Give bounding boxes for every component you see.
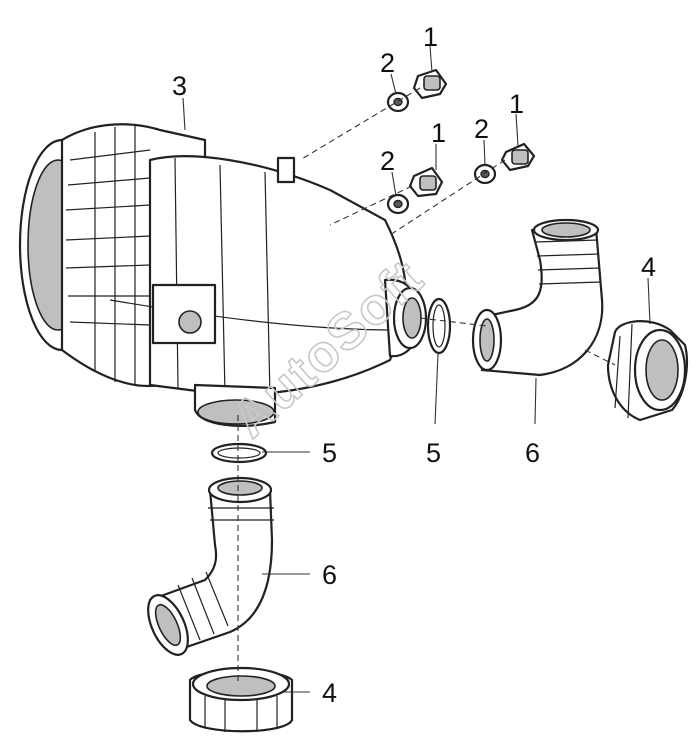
- callout-washer-left: 2: [380, 48, 395, 78]
- nut-bottom: [188, 666, 294, 733]
- nut-right: [606, 320, 688, 422]
- bolt-center: [408, 166, 444, 198]
- oring-right: [426, 297, 452, 355]
- elbow-right: [471, 218, 604, 377]
- callout-washer-right: 2: [474, 114, 489, 144]
- oring-bottom: [210, 442, 268, 464]
- washer-left: [386, 91, 410, 113]
- callout-oring-right: 5: [426, 438, 441, 468]
- callout-filter-housing: 3: [172, 71, 187, 101]
- callout-nut-bottom: 4: [322, 678, 337, 708]
- callout-bolt-left: 1: [423, 22, 438, 52]
- filter-housing: [18, 123, 428, 427]
- callout-labels: 1 1 1 2 2 2 3 4 5 5 6 6 4: [172, 22, 656, 708]
- washer-right: [473, 163, 497, 185]
- callout-oring-bottom: 5: [322, 438, 337, 468]
- callout-nut-right: 4: [641, 252, 656, 282]
- washer-center: [386, 193, 410, 215]
- bolt-left: [412, 68, 448, 100]
- callout-washer-center: 2: [380, 146, 395, 176]
- leader-lines: [182, 45, 651, 693]
- callout-bolt-right: 1: [509, 89, 524, 119]
- bolt-right: [500, 142, 536, 172]
- assembly-lines: [237, 87, 616, 682]
- elbow-bottom: [147, 476, 274, 656]
- callout-bolt-center: 1: [431, 118, 446, 148]
- callout-elbow-bottom: 6: [322, 560, 337, 590]
- callout-elbow-right: 6: [525, 438, 540, 468]
